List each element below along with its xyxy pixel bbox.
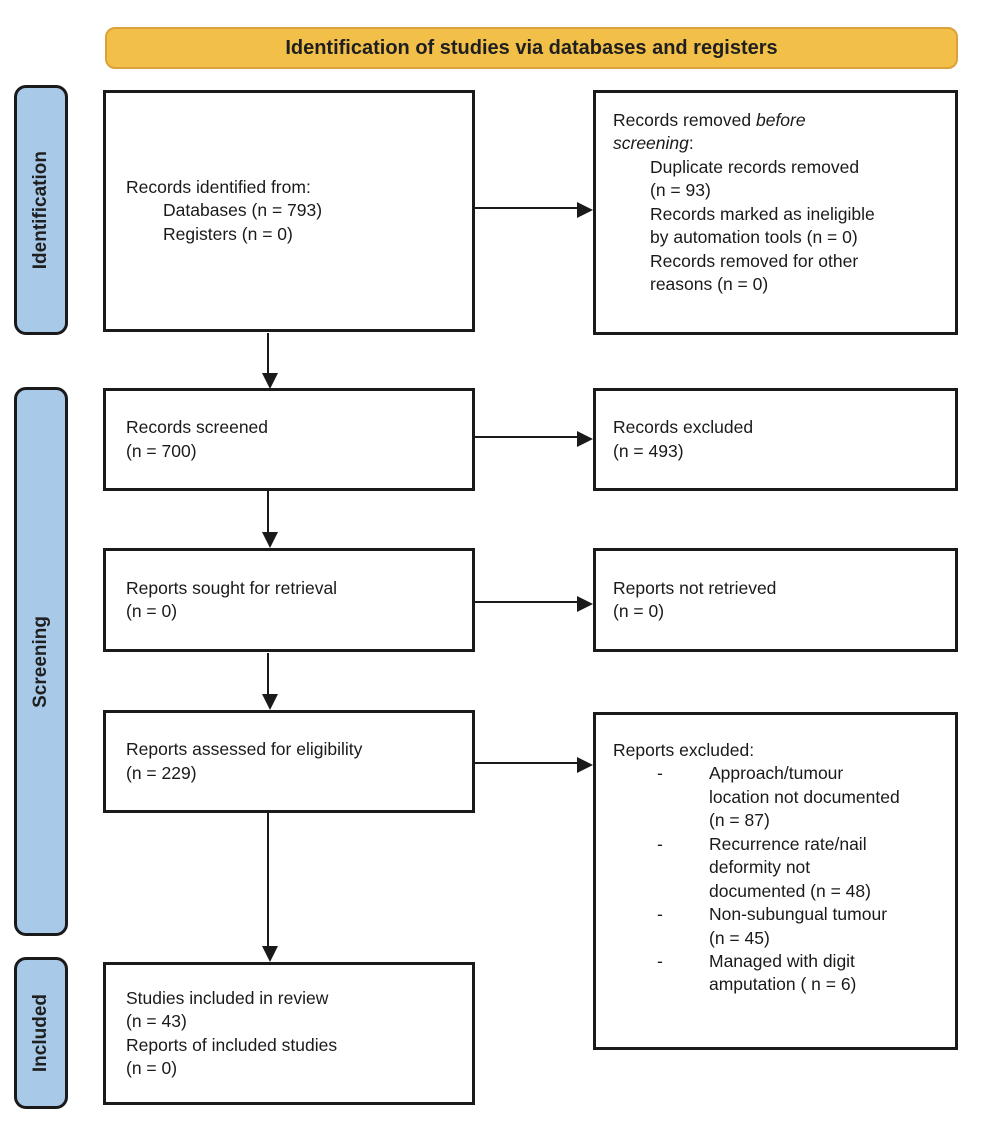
- records-removed-header-italic2: screening: [613, 133, 689, 154]
- banner: Identification of studies via databases …: [105, 27, 958, 69]
- bullet-dash: -: [657, 833, 663, 854]
- records-removed-header-line2: screening:: [613, 132, 945, 155]
- reports-assessed-count: (n = 229): [126, 762, 197, 783]
- records-removed-item-line: by automation tools (n = 0): [650, 227, 858, 248]
- reports-excluded-item-text: Non-subungual tumour (n = 45): [709, 903, 887, 950]
- arrow-identified-to-screened: [262, 333, 278, 389]
- item-line: amputation ( n = 6): [709, 974, 857, 995]
- records-removed-header-line1: Records removed before: [613, 109, 945, 132]
- studies-included-line: Studies included in review: [126, 987, 329, 1008]
- reports-not-retrieved-count: (n = 0): [613, 601, 665, 621]
- reports-excluded-item: - Non-subungual tumour (n = 45): [613, 903, 945, 950]
- box-records-screened: Records screened (n = 700): [103, 388, 475, 491]
- reports-excluded-title: Reports excluded:: [613, 740, 755, 760]
- records-removed-item-line: Records removed for other: [650, 250, 859, 271]
- stage-label-included-text: Included: [30, 993, 51, 1073]
- stage-label-included: Included: [14, 957, 68, 1109]
- arrow-sought-to-assessed: [262, 653, 278, 710]
- reports-not-retrieved-line: Reports not retrieved: [613, 577, 777, 598]
- studies-included-count: (n = 43): [126, 1011, 187, 1032]
- stage-label-identification: Identification: [14, 85, 68, 335]
- reports-assessed-line: Reports assessed for eligibility: [126, 739, 363, 760]
- item-line: Non-subungual tumour: [709, 904, 888, 925]
- box-studies-included: Studies included in review (n = 43) Repo…: [103, 962, 475, 1105]
- arrow-screened-to-excluded: [475, 431, 593, 447]
- bullet-dash: -: [657, 904, 663, 925]
- stage-label-screening-text: Screening: [30, 615, 51, 708]
- records-identified-title: Records identified from:: [126, 176, 311, 197]
- item-line: Managed with digit: [709, 950, 855, 971]
- records-screened-count: (n = 700): [126, 440, 197, 461]
- bullet-dash: -: [657, 763, 663, 784]
- records-excluded-line: Records excluded: [613, 417, 754, 438]
- box-records-identified: Records identified from: Databases (n = …: [103, 90, 475, 332]
- records-removed-item-line: reasons (n = 0): [650, 274, 769, 295]
- item-line: deformity not: [709, 857, 811, 878]
- box-reports-excluded: Reports excluded: - Approach/tumour loca…: [593, 712, 958, 1050]
- reports-excluded-item-text: Managed with digit amputation ( n = 6): [709, 950, 856, 997]
- records-removed-header-italic1: before: [755, 110, 806, 130]
- records-removed-item-line: (n = 93): [650, 180, 711, 201]
- records-removed-header-suffix: :: [688, 133, 694, 154]
- stage-label-screening: Screening: [14, 387, 68, 936]
- reports-sought-line: Reports sought for retrieval: [126, 577, 338, 598]
- records-removed-header-normal: Records removed: [613, 110, 756, 130]
- records-identified-registers: Registers (n = 0): [163, 223, 293, 244]
- records-identified-databases: Databases (n = 793): [163, 200, 323, 221]
- records-removed-item-line: Records marked as ineligible: [650, 203, 875, 224]
- box-reports-sought: Reports sought for retrieval (n = 0): [103, 548, 475, 652]
- reports-excluded-item: - Recurrence rate/nail deformity not doc…: [613, 833, 945, 903]
- item-line: documented (n = 48): [709, 880, 871, 901]
- arrow-identified-to-removed: [475, 202, 593, 218]
- reports-excluded-item-text: Recurrence rate/nail deformity not docum…: [709, 833, 871, 903]
- records-excluded-count: (n = 493): [613, 440, 684, 461]
- arrow-screened-to-sought: [262, 491, 278, 548]
- item-line: Recurrence rate/nail: [709, 833, 867, 854]
- records-screened-line: Records screened: [126, 417, 269, 438]
- item-line: location not documented: [709, 786, 900, 807]
- item-line: (n = 45): [709, 927, 770, 948]
- records-removed-item-line: Duplicate records removed: [650, 156, 860, 177]
- reports-excluded-item-text: Approach/tumour location not documented …: [709, 762, 900, 832]
- box-records-removed: Records removed before screening: Duplic…: [593, 90, 958, 335]
- reports-excluded-item: - Approach/tumour location not documente…: [613, 762, 945, 832]
- box-reports-assessed: Reports assessed for eligibility (n = 22…: [103, 710, 475, 813]
- box-reports-not-retrieved: Reports not retrieved (n = 0): [593, 548, 958, 652]
- arrow-assessed-to-reports-excluded: [475, 757, 593, 773]
- box-records-excluded: Records excluded (n = 493): [593, 388, 958, 491]
- item-line: (n = 87): [709, 810, 770, 831]
- reports-excluded-item: - Managed with digit amputation ( n = 6): [613, 950, 945, 997]
- arrow-assessed-to-included: [262, 813, 278, 962]
- banner-title: Identification of studies via databases …: [285, 36, 778, 59]
- item-line: Approach/tumour: [709, 763, 844, 784]
- arrow-sought-to-not-retrieved: [475, 596, 593, 612]
- bullet-dash: -: [657, 950, 663, 971]
- stage-label-identification-text: Identification: [30, 150, 51, 270]
- reports-sought-count: (n = 0): [126, 601, 178, 621]
- reports-included-line: Reports of included studies: [126, 1034, 338, 1055]
- reports-included-count: (n = 0): [126, 1057, 178, 1078]
